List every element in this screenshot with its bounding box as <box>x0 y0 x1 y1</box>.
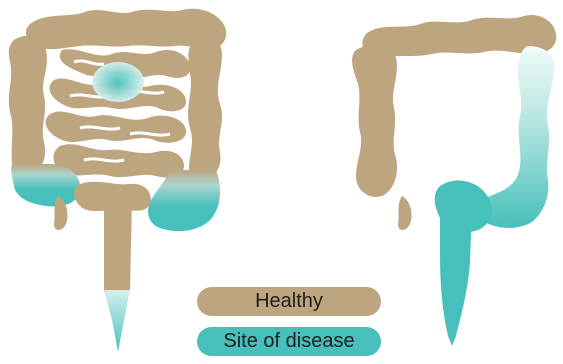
left-intestine <box>9 9 226 352</box>
left-disease-spot <box>92 62 144 102</box>
legend-site-of-disease: Site of disease <box>197 327 381 356</box>
right-appendix <box>398 196 412 230</box>
right-ascending-colon <box>352 45 397 197</box>
legend-healthy-label: Healthy <box>255 290 323 313</box>
legend-healthy: Healthy <box>197 287 381 316</box>
right-rectum-diseased <box>440 206 472 346</box>
left-sigmoid-diseased <box>148 170 220 231</box>
right-colon <box>352 15 556 346</box>
left-rectum <box>104 192 132 292</box>
left-ascending-colon <box>9 36 47 172</box>
left-anal-tip-diseased <box>104 290 130 352</box>
left-cecum-diseased <box>11 164 80 206</box>
left-descending-colon <box>188 38 222 176</box>
legend-disease-label: Site of disease <box>223 330 354 353</box>
